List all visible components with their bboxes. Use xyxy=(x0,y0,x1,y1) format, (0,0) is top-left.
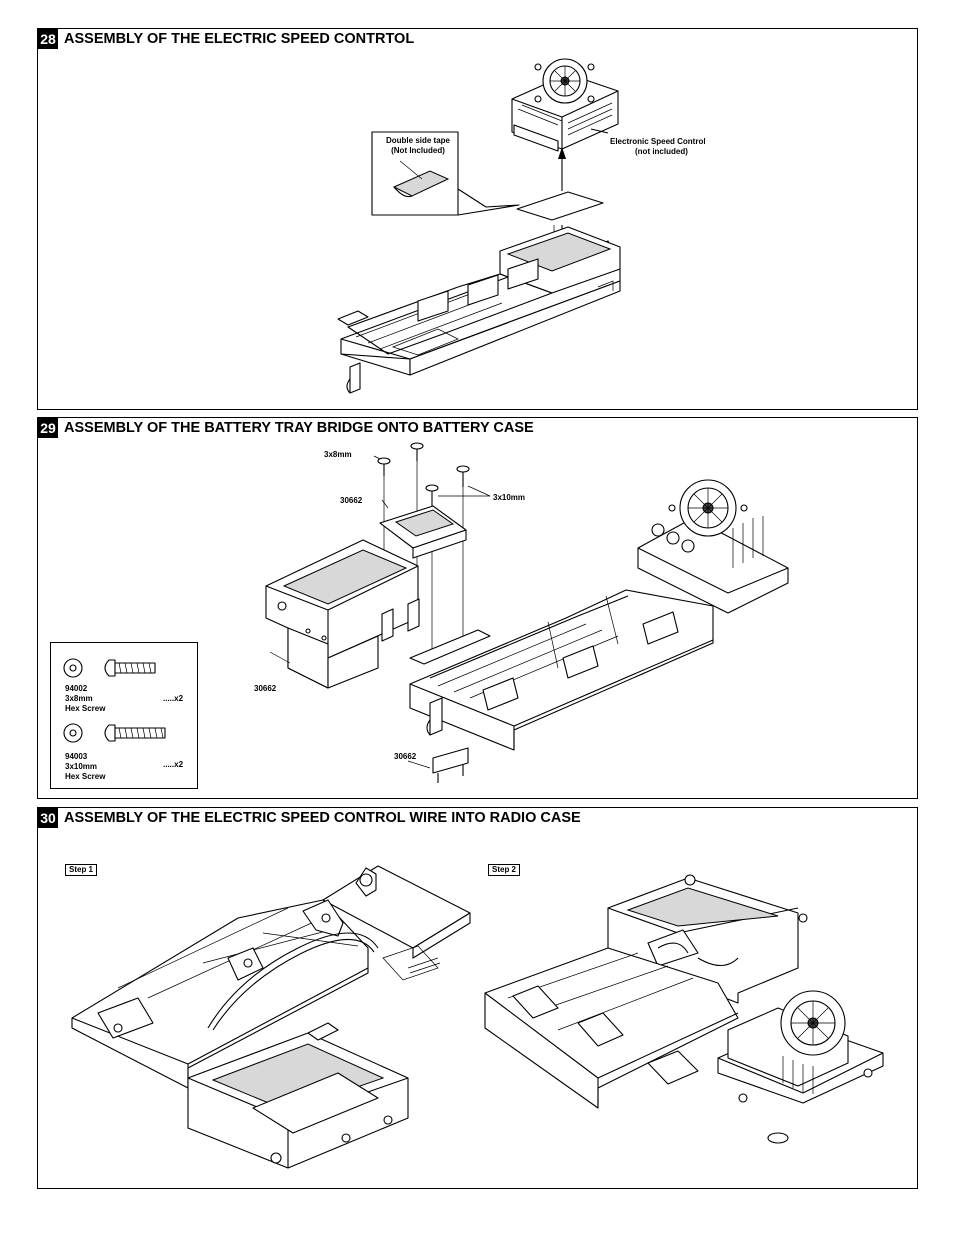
legend-size: 3x10mm xyxy=(65,762,98,771)
step-title: ASSEMBLY OF THE ELECTRIC SPEED CONTRTOL xyxy=(64,31,415,47)
step-number: 28 xyxy=(38,29,58,49)
legend-qty: .....x2 xyxy=(163,694,184,703)
screw-3x8-b xyxy=(410,442,424,461)
step-number: 30 xyxy=(38,808,58,828)
step-title: ASSEMBLY OF THE BATTERY TRAY BRIDGE ONTO… xyxy=(64,420,534,436)
esc-unit xyxy=(511,58,619,152)
legend-size: 3x8mm xyxy=(65,694,93,703)
legend-qty: .....x2 xyxy=(163,760,184,769)
battery-tray xyxy=(409,589,739,783)
label-part-bridge: 30662 xyxy=(340,496,363,505)
esc-assembly-illustration xyxy=(337,58,621,394)
step-29-panel: 29 ASSEMBLY OF THE BATTERY TRAY BRIDGE O… xyxy=(37,417,918,799)
hex-screw-3x8-icon xyxy=(104,659,156,677)
radio-case xyxy=(265,539,420,689)
step1-assembly xyxy=(71,865,471,1169)
tape-label-line2: (Not Included) xyxy=(391,146,445,155)
esc-label-line1: Electronic Speed Control xyxy=(610,137,706,146)
hex-screw-3x10-icon xyxy=(104,724,166,742)
step-28-panel: 28 ASSEMBLY OF THE ELECTRIC SPEED CONTRT… xyxy=(37,28,918,410)
label-3x10: 3x10mm xyxy=(493,493,526,502)
washer-icon xyxy=(63,723,83,743)
screw-3x8-a xyxy=(377,457,391,476)
tape-label-line1: Double side tape xyxy=(385,136,450,145)
label-3x8: 3x8mm xyxy=(324,450,352,459)
step2-assembly xyxy=(484,874,884,1144)
substep-1-label: Step 1 xyxy=(65,864,98,876)
washer-icon xyxy=(63,658,83,678)
hardware-legend: 94002 3x8mm Hex Screw .....x2 94003 3x10… xyxy=(50,642,198,789)
esc-wire-illustration xyxy=(71,865,884,1169)
screw-3x10-a xyxy=(425,484,439,506)
screw-icons xyxy=(63,658,166,743)
label-part-mount: 30662 xyxy=(394,752,417,761)
legend-part-no: 94003 xyxy=(65,752,88,761)
screw-3x10-b xyxy=(456,465,470,487)
bridge-bracket xyxy=(379,499,467,559)
legend-part-no: 94002 xyxy=(65,684,88,693)
esc-label-line2: (not included) xyxy=(635,147,688,156)
step-30-panel: 30 ASSEMBLY OF THE ELECTRIC SPEED CONTRO… xyxy=(37,807,918,1189)
step-number: 29 xyxy=(38,418,58,438)
esc-unit xyxy=(637,479,789,614)
legend-name: Hex Screw xyxy=(65,772,106,781)
substep-2-label: Step 2 xyxy=(488,864,521,876)
step-title: ASSEMBLY OF THE ELECTRIC SPEED CONTROL W… xyxy=(64,810,581,826)
battery-bridge-illustration xyxy=(265,442,789,783)
legend-name: Hex Screw xyxy=(65,704,106,713)
label-part-radio-case: 30662 xyxy=(254,684,277,693)
battery-tray xyxy=(337,226,621,394)
